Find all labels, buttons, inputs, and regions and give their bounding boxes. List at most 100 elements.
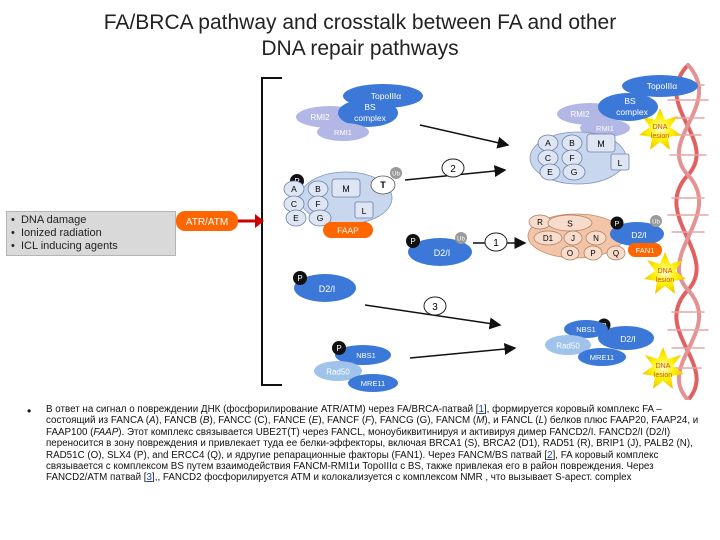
svg-text:N: N <box>593 234 599 243</box>
svg-text:Ub: Ub <box>457 237 465 243</box>
d2i-node-center <box>408 238 472 266</box>
svg-text:D1: D1 <box>543 234 554 243</box>
svg-text:P: P <box>590 249 595 258</box>
mre11-node-right <box>578 348 626 366</box>
damage-inputs-list: • DNA damage • Ionized radiation • ICL i… <box>6 211 176 256</box>
phospho-marker-d2i-right <box>610 216 624 230</box>
svg-text:RMI2: RMI2 <box>570 110 590 119</box>
svg-text:J: J <box>571 234 575 243</box>
svg-text:S: S <box>567 219 573 229</box>
svg-text:D2/I: D2/I <box>434 248 451 258</box>
svg-text:D2/I: D2/I <box>631 230 647 240</box>
title-line-2: DNA repair pathways <box>261 37 459 60</box>
svg-text:DNA: DNA <box>658 268 673 275</box>
svg-text:M: M <box>342 184 350 194</box>
svg-text:D2/I: D2/I <box>620 334 636 344</box>
d2i-left: D2/I P <box>293 271 356 302</box>
svg-text:T: T <box>380 180 386 190</box>
svg-text:Ub: Ub <box>392 172 400 178</box>
fa-core-complex-right: A B M C F E G L <box>529 131 630 185</box>
svg-text:MRE11: MRE11 <box>590 353 614 362</box>
d2i-node-lower-right <box>598 326 654 350</box>
slide-title: FA/BRCA pathway and crosstalk between FA… <box>40 10 680 62</box>
fance-node-left <box>285 209 307 227</box>
svg-text:E: E <box>547 167 553 177</box>
brip1-node-right <box>563 230 583 246</box>
svg-text:F: F <box>569 153 574 163</box>
svg-text:Rad50: Rad50 <box>556 342 580 351</box>
phospho-marker-d2i-left <box>293 271 307 285</box>
step-3-label: 3 <box>432 302 438 313</box>
slx4-node-right <box>583 245 603 261</box>
svg-text:Ub: Ub <box>652 220 660 226</box>
effector-complex-right: R S D1 J N O P Q D2/I P Ub FAN1 <box>527 213 664 261</box>
svg-text:P: P <box>336 344 341 353</box>
svg-text:A: A <box>291 184 297 194</box>
svg-text:RMI1: RMI1 <box>596 124 614 133</box>
svg-text:lesion: lesion <box>651 133 669 140</box>
reference-link-1[interactable]: 1 <box>478 404 484 415</box>
fan1-node-right <box>628 243 662 257</box>
complex-label-left: complex <box>354 113 386 123</box>
svg-text:P: P <box>614 219 619 228</box>
mre11-node-left <box>348 374 398 392</box>
phospho-marker-d2i-center <box>406 234 420 248</box>
palb2-node-right <box>585 230 607 246</box>
fancl-node-left <box>354 201 374 219</box>
svg-text:G: G <box>571 167 578 177</box>
svg-text:D2/I: D2/I <box>319 284 336 294</box>
svg-text:P: P <box>297 274 302 283</box>
d2i-node-left <box>294 274 356 302</box>
dna-lesion-top: DNA lesion <box>639 108 681 150</box>
svg-text:F: F <box>315 199 320 209</box>
step-1-label: 1 <box>493 238 499 249</box>
svg-text:M: M <box>597 139 605 149</box>
fancm-node-right <box>586 133 616 153</box>
brca2-node-right <box>533 230 563 246</box>
svg-text:NBS1: NBS1 <box>356 351 376 360</box>
svg-text:L: L <box>362 206 367 216</box>
svg-text:lesion: lesion <box>656 277 674 284</box>
step-3-marker <box>423 296 447 316</box>
svg-text:C: C <box>545 153 551 163</box>
brca1-node-right <box>547 214 593 232</box>
svg-text:BS: BS <box>624 96 636 106</box>
svg-text:complex: complex <box>616 107 648 117</box>
bs-label-left: BS <box>364 102 376 112</box>
ub-marker-d2i-center <box>455 232 467 244</box>
dna-helix <box>667 63 709 400</box>
pathway-bracket <box>261 77 282 386</box>
list-item: • DNA damage <box>11 214 87 226</box>
svg-text:DNA: DNA <box>653 124 668 131</box>
svg-text:DNA: DNA <box>656 363 671 370</box>
svg-text:G: G <box>317 213 324 223</box>
bs-node-left <box>338 99 398 127</box>
reference-link-2[interactable]: 2 <box>547 449 553 461</box>
ub-marker-t <box>390 167 402 179</box>
fancg-node-left <box>308 209 332 227</box>
nbs1-node-right <box>564 320 608 338</box>
svg-text:B: B <box>315 184 321 194</box>
bs-transfer-arrow <box>419 124 510 149</box>
fancl-node-right <box>610 153 630 171</box>
d2i-node-right <box>610 222 664 246</box>
svg-text:P: P <box>410 237 415 246</box>
svg-text:L: L <box>618 158 623 168</box>
ercc4-node-right <box>606 245 626 261</box>
svg-text:A: A <box>545 138 551 148</box>
reference-link-3[interactable]: 3 <box>146 472 152 484</box>
svg-text:FAN1: FAN1 <box>636 246 655 255</box>
svg-text:lesion: lesion <box>654 372 672 379</box>
pathway-diagram: ATR/ATM TopoIIIα RMI2 BS complex RMI1 2 … <box>176 63 709 400</box>
dna-lesion-middle: DNA lesion <box>644 252 686 294</box>
rad51c-node-right <box>560 245 580 261</box>
mrn-transfer-arrow <box>409 343 517 359</box>
description-paragraph: В ответ на сигнал о повреждении ДНК (фос… <box>46 404 699 484</box>
ube2t-node-left <box>370 175 396 195</box>
topoiiia-label-left: TopoIIIα <box>371 91 402 101</box>
mrn-complex-right: D2/I P NBS1 Rad50 MRE11 <box>545 318 654 366</box>
svg-text:E: E <box>293 213 299 223</box>
topoiiia-node-right <box>622 75 698 97</box>
svg-text:R: R <box>537 218 543 227</box>
svg-text:B: B <box>569 138 575 148</box>
